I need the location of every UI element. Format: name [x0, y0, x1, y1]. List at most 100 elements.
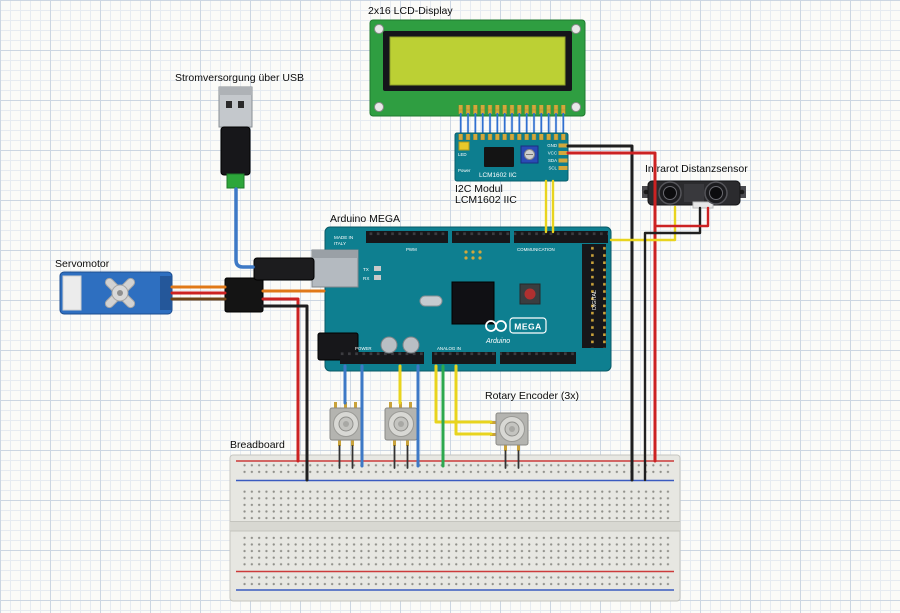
servo-motor[interactable]: Servomotor	[55, 258, 173, 315]
rotary-encoder-1[interactable]	[329, 402, 363, 446]
arduino-power-label: POWER	[355, 346, 372, 351]
enc-pin	[504, 445, 507, 451]
breadboard-bank-top-holes	[240, 488, 672, 522]
enc-pin	[490, 421, 497, 424]
usb-plug-hole-1	[226, 101, 232, 108]
wire-ir-gnd-black[interactable]	[643, 206, 702, 482]
breadboard-top-rail-holes	[240, 462, 672, 476]
arduino-tx-label: TX	[363, 267, 369, 272]
arduino-rx-label: RX	[363, 276, 369, 281]
servo-caption: Servomotor	[55, 258, 110, 270]
ir-ear-hole-left	[643, 189, 649, 195]
rotary-encoder-2[interactable]	[384, 402, 418, 446]
enc-pin	[344, 402, 347, 409]
enc-pin	[338, 440, 341, 446]
usb-plug-shell-edge	[219, 87, 252, 95]
arduino-digital-label: DIGITAL	[592, 290, 598, 310]
wire-servo-gnd-black[interactable]	[261, 304, 309, 482]
enc-pin	[409, 402, 412, 409]
wire-encoder3-yellow-1[interactable]	[434, 364, 493, 424]
usb-cable-plug[interactable]	[253, 257, 315, 281]
arduino-caption: Arduino MEGA	[330, 213, 400, 225]
i2c-jumper	[458, 141, 470, 151]
i2c-caption-line2: LCM1602 IIC	[455, 194, 517, 206]
enc-shaft	[343, 421, 349, 427]
lcd-hole-tl	[374, 24, 384, 34]
enc-pin	[490, 433, 497, 436]
wire-i2c-gnd-black[interactable]	[566, 144, 634, 482]
wire-encoder3-yellow-2[interactable]	[454, 364, 493, 436]
wire-ir-signal-yellow[interactable]	[609, 205, 677, 242]
enc-pin	[389, 402, 392, 409]
i2c-pin-sda	[558, 158, 568, 163]
breadboard-caption: Breadboard	[230, 439, 285, 451]
breadboard[interactable]: Breadboard	[229, 439, 681, 602]
arduino-analog-label: ANALOG IN	[437, 346, 461, 351]
ir-lens-left-inner	[663, 186, 677, 200]
lcd-pin-pads	[457, 105, 567, 114]
usb-power-supply[interactable]: Stromversorgung über USB	[175, 72, 304, 189]
rotary-encoder-3[interactable]	[490, 412, 529, 451]
ir-connector	[692, 201, 714, 209]
i2c-pin-label-sda: SDA	[548, 158, 557, 163]
enc-pin	[393, 440, 396, 446]
arduino-mcu-chip	[451, 281, 495, 325]
lcd-display[interactable]: 2x16 LCD-Display	[368, 5, 586, 135]
ir-caption: Infrarot Distanzsensor	[645, 163, 748, 175]
horn-screw	[117, 290, 123, 296]
header-holes-6	[500, 352, 576, 364]
i2c-pin-gnd	[558, 143, 568, 148]
enc-pin	[334, 402, 337, 409]
servo-connector[interactable]	[224, 277, 264, 313]
i2c-caption-line1: I2C Modul	[455, 183, 503, 195]
i2c-power-label: Power	[458, 168, 471, 173]
i2c-pin-label-scl: SCL	[548, 166, 557, 171]
wire-servo-power-red[interactable]	[261, 297, 300, 463]
enc-pin	[399, 402, 402, 409]
arduino-rx-led	[374, 275, 381, 280]
breadboard-center-groove	[230, 521, 680, 531]
arduino-made-in-1: MADE IN	[334, 235, 353, 240]
breadboard-bottom-rail-holes	[240, 574, 672, 588]
wire-ir-vcc-red[interactable]	[653, 206, 710, 228]
arduino-usb-port-edge	[312, 250, 358, 258]
lcd-to-i2c-pin-wires	[457, 113, 567, 135]
arduino-communication-label: COMMUNICATION	[517, 247, 555, 252]
usb-cable-boot	[226, 173, 245, 189]
servo-label-sticker	[62, 275, 82, 311]
arduino-reset-cap	[524, 288, 536, 300]
enc-shaft	[398, 421, 404, 427]
header-holes-3	[514, 231, 608, 243]
arduino-icsp-pins	[464, 250, 482, 260]
arduino-made-in-2: ITALY	[334, 241, 346, 246]
servo-horn	[104, 277, 136, 309]
i2c-board-text: LCM1602 IIC	[479, 172, 517, 179]
enc-pin	[354, 402, 357, 409]
lcd-hole-br	[571, 102, 581, 112]
rotary-caption: Rotary Encoder (3x)	[485, 390, 579, 402]
arduino-mega[interactable]: Arduino MEGA	[311, 213, 612, 372]
enc-pin	[406, 440, 409, 446]
header-holes-5	[432, 352, 496, 364]
i2c-module[interactable]: LED Power GND VCC SDA SCL LCM1602 IIC I2…	[454, 132, 569, 206]
arduino-tx-led	[374, 266, 381, 271]
usb-plug-hole-2	[238, 101, 244, 108]
header-holes-1	[366, 231, 448, 243]
lcd-screen	[389, 36, 566, 86]
header-holes-4	[340, 352, 424, 364]
wire-usb-cable-blue[interactable]	[234, 187, 255, 269]
arduino-crystal	[419, 295, 443, 307]
usb-plug-body	[220, 126, 251, 176]
lcd-hole-bl	[374, 102, 384, 112]
arduino-capacitor-2	[402, 336, 420, 354]
i2c-pin-vcc	[558, 151, 568, 155]
i2c-pin-label-gnd: GND	[547, 143, 557, 148]
usb-power-caption: Stromversorgung über USB	[175, 72, 304, 84]
i2c-top-pads	[457, 134, 567, 140]
ir-distance-sensor[interactable]: Infrarot Distanzsensor	[642, 163, 748, 209]
servo-cable-exit	[160, 276, 172, 310]
arduino-logo-arduino: Arduino	[485, 338, 510, 345]
i2c-chip	[484, 147, 514, 167]
enc-pin	[517, 445, 520, 451]
wire-i2c-vcc-red[interactable]	[566, 151, 657, 463]
